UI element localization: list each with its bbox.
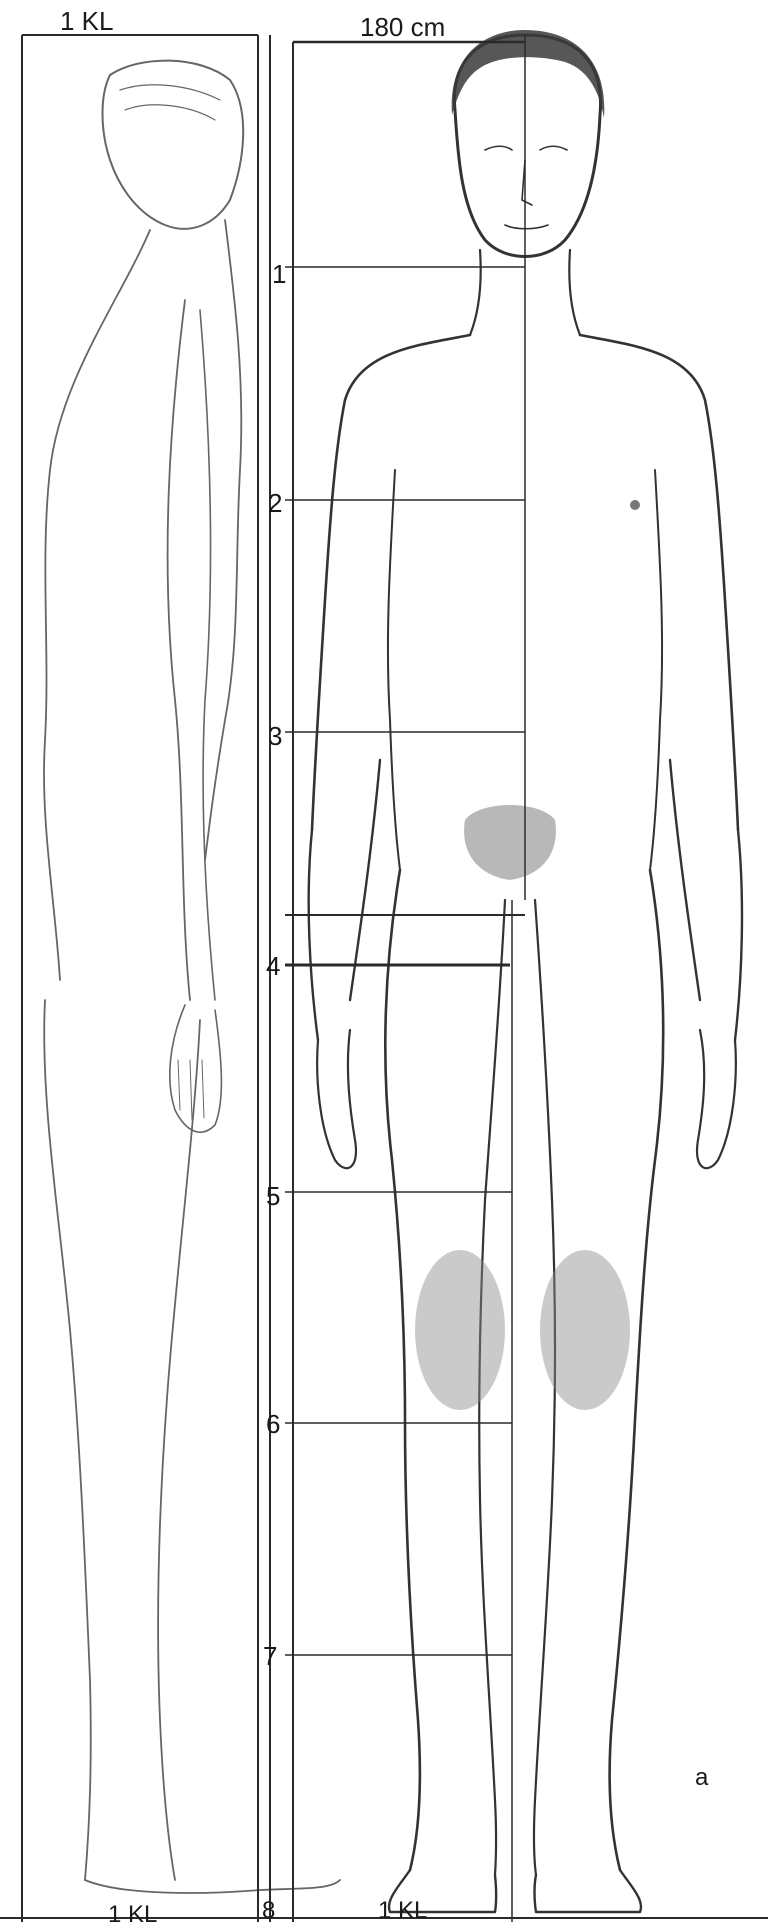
scale-mark-3: 3 [268,721,282,751]
scale-mark-8: 8 [262,1897,275,1924]
side-view-figure [44,61,340,1893]
scale-mark-6: 6 [266,1409,280,1439]
bottom-left-kl-label: 1 KL [108,1901,157,1924]
scale-mark-5: 5 [266,1181,280,1211]
height-label: 180 cm [360,12,445,42]
proportion-grid [0,35,768,1922]
scale-mark-1: 1 [272,259,286,289]
scale-mark-4: 4 [266,951,280,981]
panel-label: a [695,1764,709,1791]
bottom-right-kl-label: 1 KL [378,1897,427,1924]
scale-mark-2: 2 [268,488,282,518]
top-left-kl-label: 1 KL [60,6,114,36]
scale-mark-7: 7 [263,1641,277,1671]
